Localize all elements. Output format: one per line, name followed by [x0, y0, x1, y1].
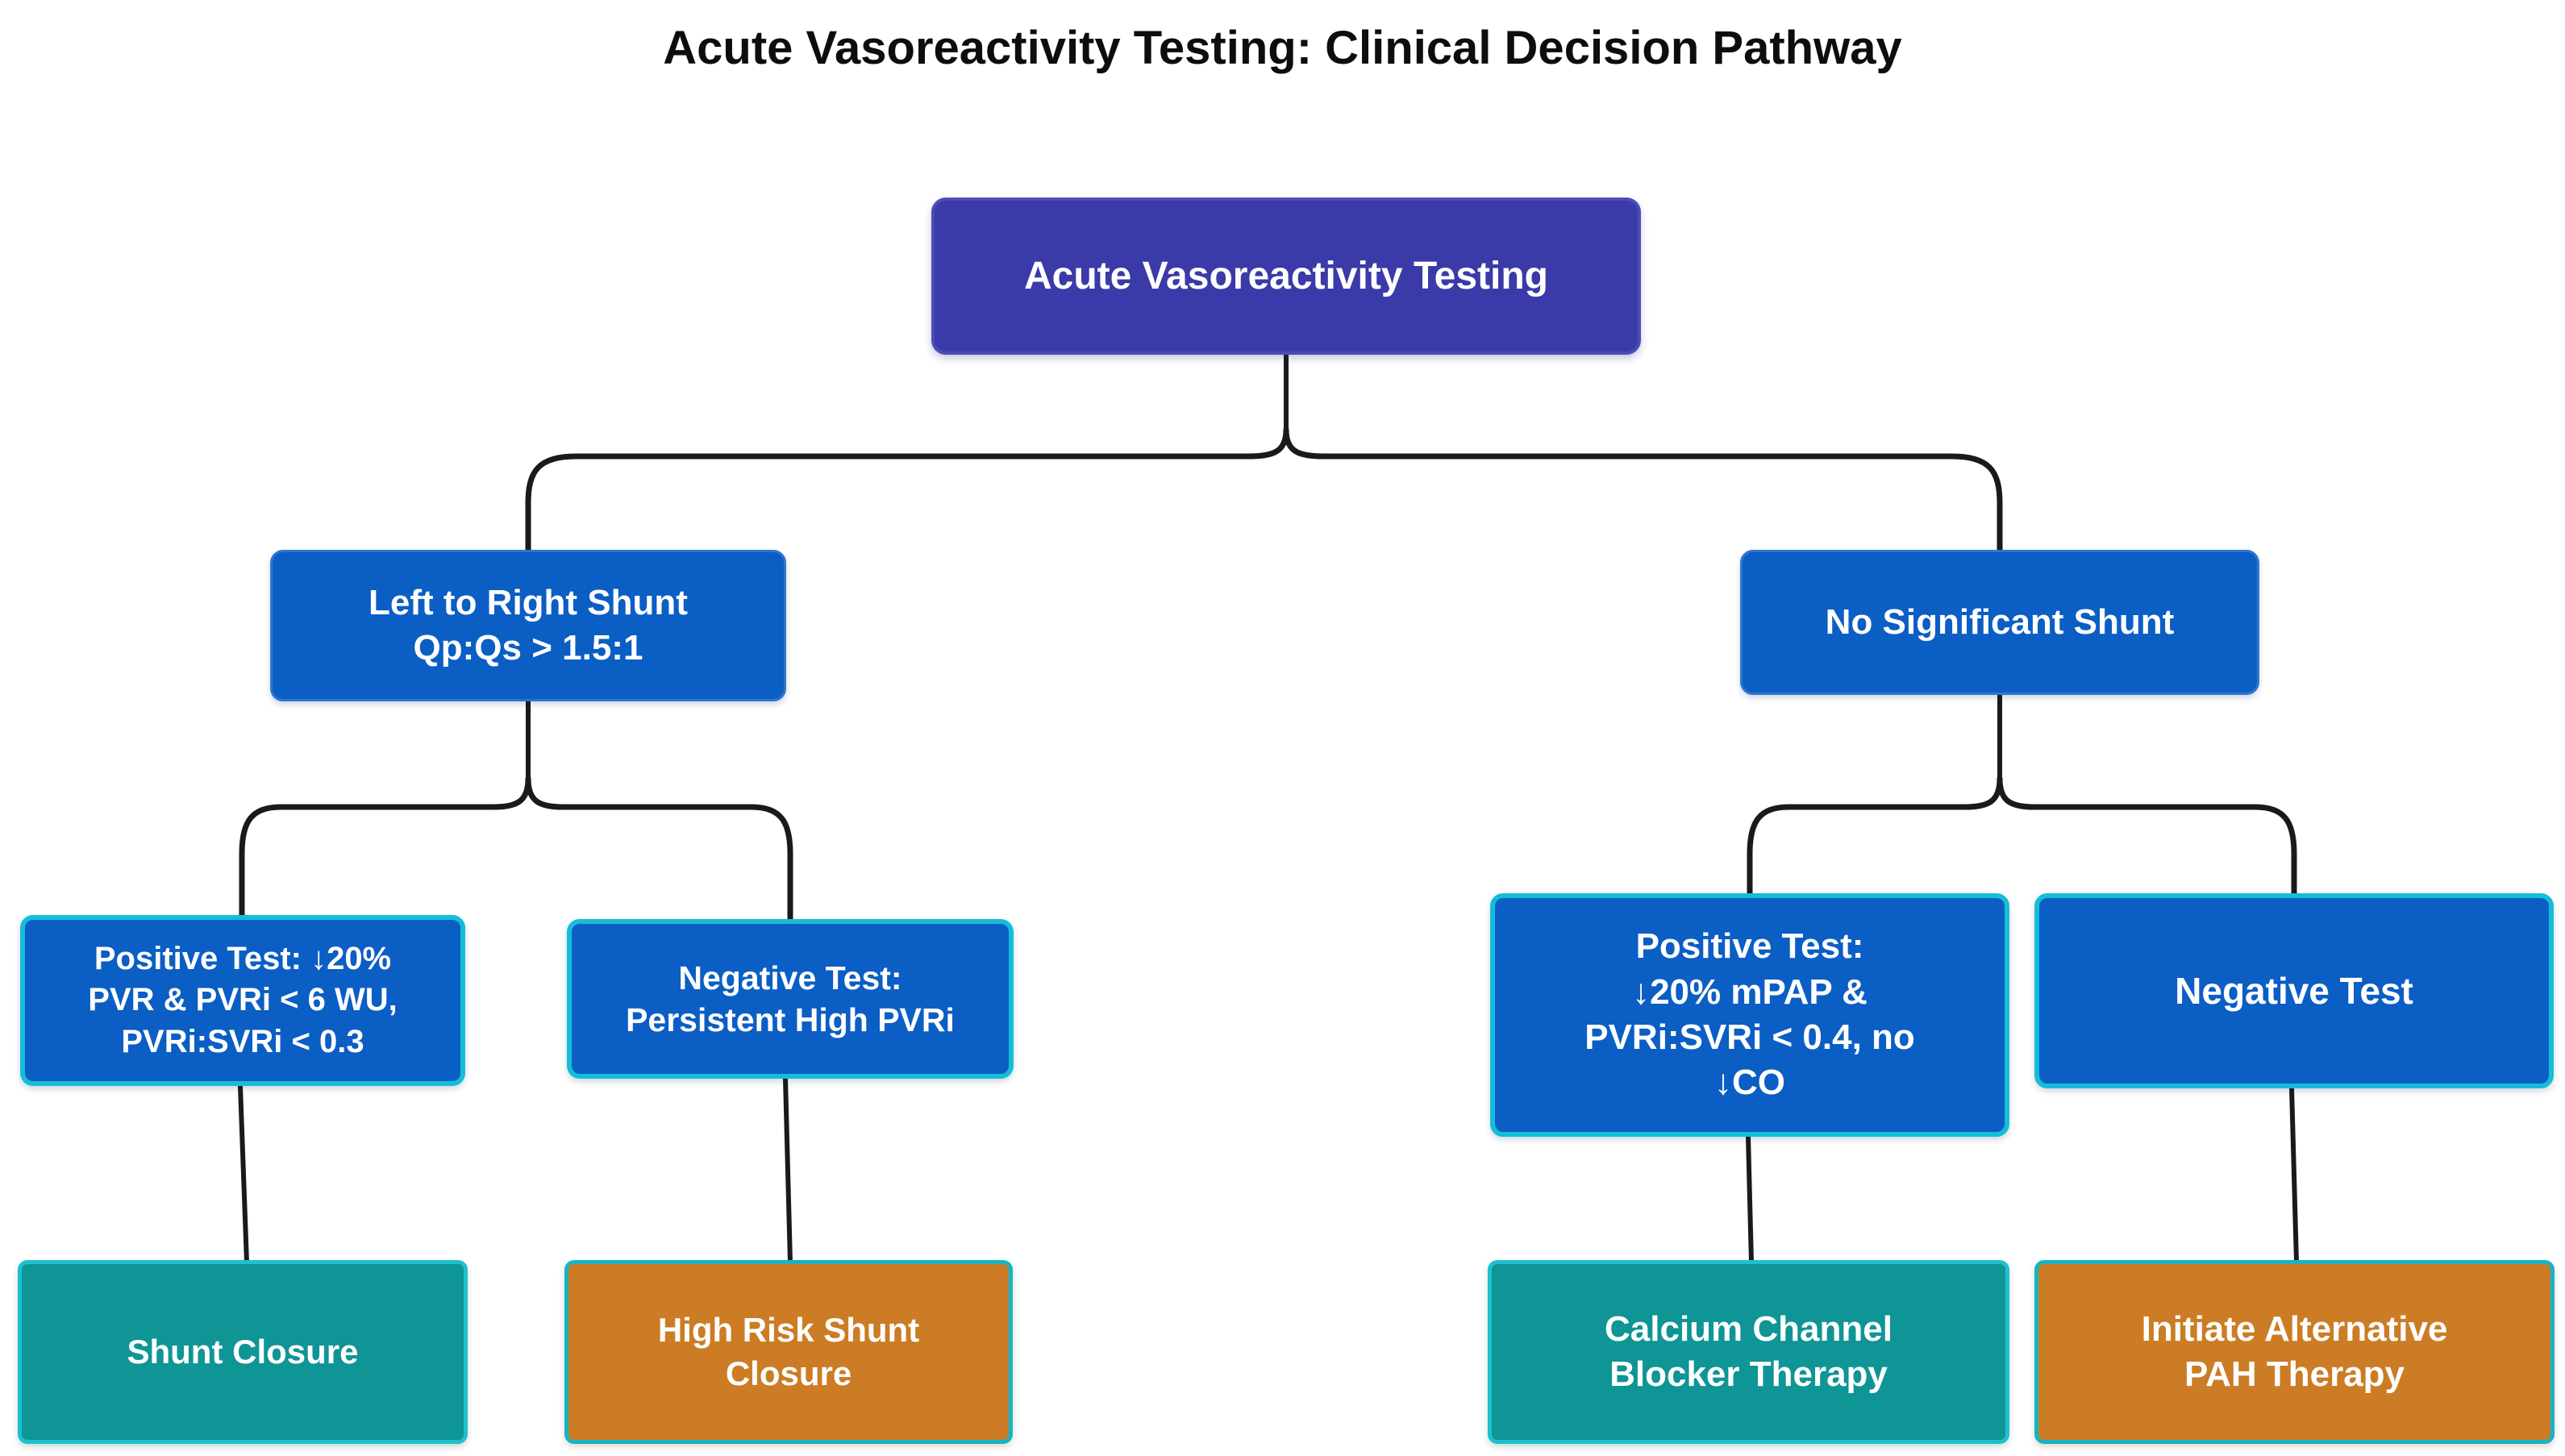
connector-positive-to-ccb-therapy: [1746, 1134, 1754, 1265]
node-shunt-negative-test: Negative Test: Persistent High PVRi: [567, 919, 1014, 1079]
node-label: Positive Test: ↓20% PVR & PVRi < 6 WU, P…: [88, 941, 398, 1059]
connector-root-to-right-branch: [1283, 426, 2003, 555]
connector-positive-to-shunt-closure: [238, 1084, 249, 1265]
connector-right-branch-to-positive: [1747, 776, 2003, 900]
node-no-significant-shunt: No Significant Shunt: [1740, 550, 2259, 695]
node-no-shunt-positive-test: Positive Test: ↓20% mPAP & PVRi:SVRi < 0…: [1490, 893, 2009, 1137]
node-shunt-positive-test: Positive Test: ↓20% PVR & PVRi < 6 WU, P…: [20, 915, 465, 1086]
node-label: Calcium Channel Blocker Therapy: [1605, 1308, 1893, 1394]
node-label: Shunt Closure: [127, 1333, 359, 1371]
node-label: Negative Test: [2175, 969, 2413, 1012]
node-acute-vasoreactivity-testing: Acute Vasoreactivity Testing: [931, 198, 1641, 355]
connector-right-branch-to-negative: [1997, 776, 2297, 900]
node-label: Initiate Alternative PAH Therapy: [2141, 1308, 2448, 1394]
node-high-risk-shunt-closure: High Risk Shunt Closure: [564, 1260, 1013, 1444]
node-label: Positive Test: ↓20% mPAP & PVRi:SVRi < 0…: [1584, 926, 1915, 1103]
node-label: Acute Vasoreactivity Testing: [1023, 254, 1548, 297]
node-label: Left to Right Shunt Qp:Qs > 1.5:1: [369, 582, 688, 668]
node-no-shunt-negative-test: Negative Test: [2034, 893, 2554, 1088]
node-label: Negative Test: Persistent High PVRi: [626, 959, 955, 1038]
node-label: No Significant Shunt: [1825, 601, 2175, 642]
node-shunt-closure: Shunt Closure: [18, 1260, 468, 1444]
connector-left-branch-to-positive: [239, 776, 531, 920]
node-left-to-right-shunt: Left to Right Shunt Qp:Qs > 1.5:1: [270, 550, 786, 701]
node-initiate-alternative-pah-therapy: Initiate Alternative PAH Therapy: [2034, 1260, 2555, 1444]
node-calcium-channel-blocker-therapy: Calcium Channel Blocker Therapy: [1488, 1260, 2009, 1444]
connector-negative-to-high-risk-closure: [783, 1076, 793, 1265]
page-title: Acute Vasoreactivity Testing: Clinical D…: [663, 22, 1902, 74]
connector-left-branch-to-negative: [525, 776, 793, 924]
node-label: High Risk Shunt Closure: [657, 1311, 920, 1392]
connector-negative-to-alt-pah: [2289, 1086, 2299, 1265]
connector-root-to-left-branch: [525, 426, 1289, 555]
